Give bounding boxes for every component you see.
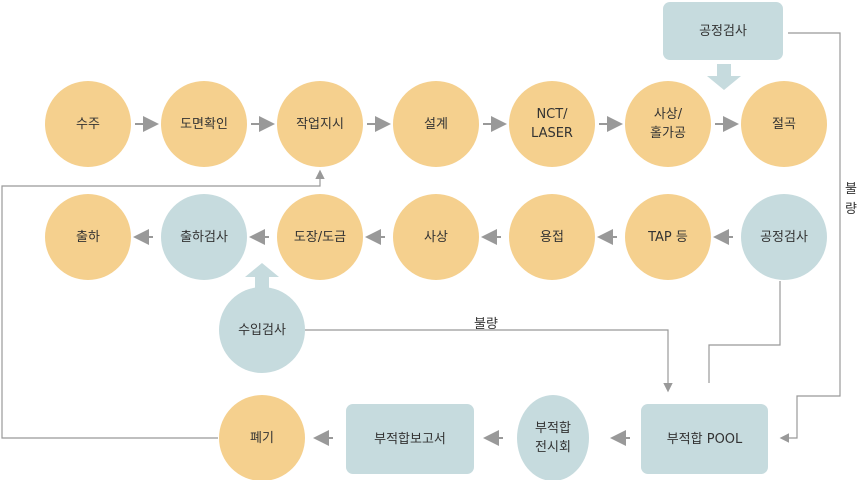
defect-label-mid: 불량 bbox=[474, 317, 498, 332]
step-shipping-inspection: 출하검사 bbox=[161, 194, 247, 280]
step-bending: 절곡 bbox=[741, 81, 827, 167]
process-inspection-box: 공정검사 bbox=[663, 2, 783, 60]
step-scrap: 폐기 bbox=[219, 395, 305, 480]
step-welding: 용접 bbox=[509, 194, 595, 280]
step-order: 수주 bbox=[45, 81, 131, 167]
nonconformance-pool: 부적합 POOL bbox=[641, 404, 768, 474]
step-shipping: 출하 bbox=[45, 194, 131, 280]
flow-arrows bbox=[133, 116, 739, 446]
thick-arrows bbox=[245, 64, 741, 289]
step-painting-plating: 도장/도금 bbox=[277, 194, 363, 280]
step-finishing: 사상 bbox=[393, 194, 479, 280]
nonconformance-report: 부적합보고서 bbox=[346, 404, 474, 474]
step-work-order: 작업지시 bbox=[277, 81, 363, 167]
step-finishing-drilling: 사상/ 홀가공 bbox=[625, 81, 711, 167]
incoming-inspection: 수입검사 bbox=[219, 287, 305, 373]
step-drawing-review: 도면확인 bbox=[161, 81, 247, 167]
step-process-inspection: 공정검사 bbox=[741, 194, 827, 280]
step-tap: TAP 등 bbox=[625, 194, 711, 280]
defect-label-right: 불 량 bbox=[845, 182, 857, 217]
step-nct-laser: NCT/ LASER bbox=[509, 81, 595, 167]
nonconformance-display: 부적합 전시회 bbox=[517, 395, 589, 480]
step-design: 설계 bbox=[393, 81, 479, 167]
